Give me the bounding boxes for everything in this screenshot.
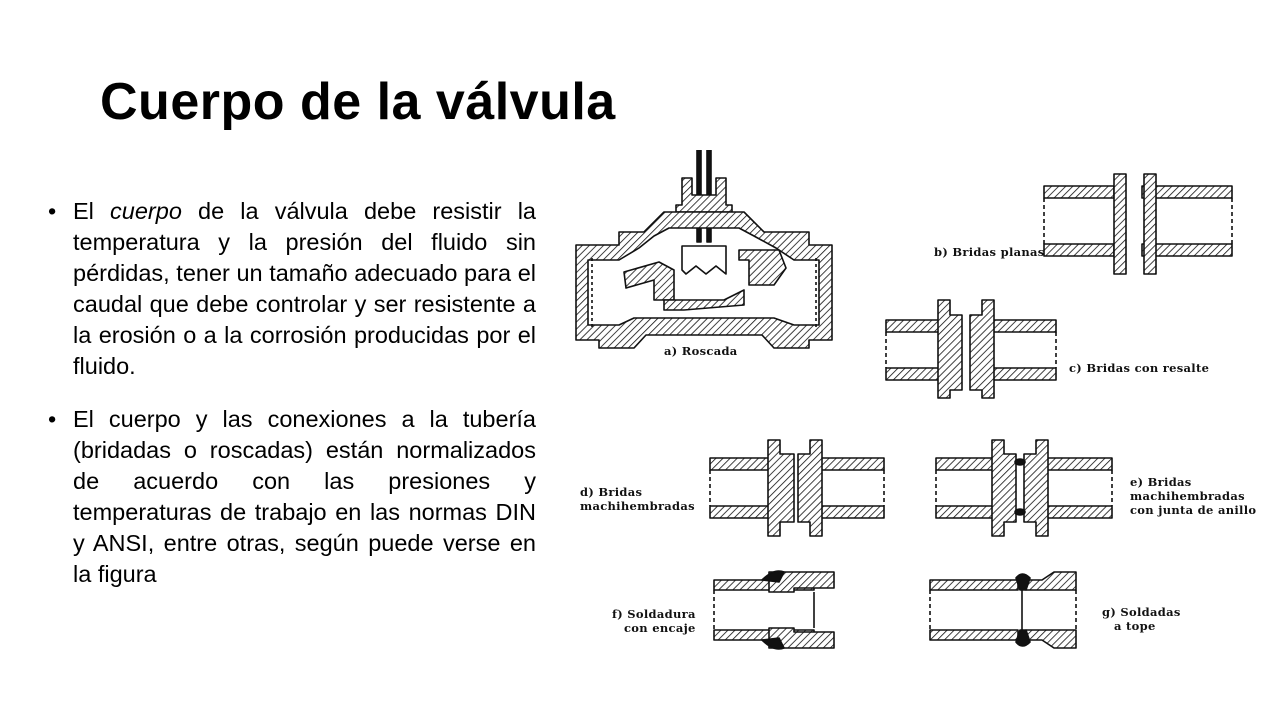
bullet-text-1-emphasis: cuerpo (110, 198, 182, 224)
ring-joint-flanges-drawing (935, 439, 1113, 537)
label-soldadas-tope-1: g) Soldadas (1102, 605, 1181, 619)
butt-weld-drawing (929, 571, 1077, 649)
label-soldadura-encaje-1: f) Soldadura (612, 607, 696, 621)
raised-face-flanges-drawing (885, 299, 1057, 399)
label-bridas-planas: b) Bridas planas (934, 245, 1045, 259)
label-junta-anillo-2: machihembradas (1130, 489, 1245, 503)
bullet-text-1-pre: El (73, 198, 111, 224)
bullet-list: • El cuerpo de la válvula debe resistir … (48, 196, 536, 612)
label-bridas-resalte: c) Bridas con resalte (1069, 361, 1209, 375)
bullet-item: • El cuerpo de la válvula debe resistir … (48, 196, 536, 382)
bullet-text-2: El cuerpo y las conexiones a la tubería … (73, 406, 536, 587)
flat-flanges-drawing (1043, 173, 1233, 275)
slide-title: Cuerpo de la válvula (100, 73, 616, 131)
bullet-text-1-post: de la válvula debe resistir la temperatu… (73, 198, 536, 379)
bullet-icon: • (48, 406, 57, 432)
tongue-groove-flanges-drawing (709, 439, 885, 537)
label-bridas-machihembradas-1: d) Bridas (580, 485, 642, 499)
socket-weld-drawing (713, 570, 835, 650)
bullet-icon: • (48, 198, 57, 224)
label-junta-anillo-1: e) Bridas (1130, 475, 1192, 489)
bullet-item: • El cuerpo y las conexiones a la tuberí… (48, 404, 536, 590)
valve-connections-figure: a) Roscada b) Bridas planas c) Bridas co… (564, 150, 1264, 690)
label-bridas-machihembradas-2: machihembradas (580, 499, 695, 513)
label-junta-anillo-3: con junta de anillo (1130, 503, 1256, 517)
label-soldadura-encaje-2: con encaje (624, 621, 696, 635)
label-roscada: a) Roscada (664, 344, 738, 358)
label-soldadas-tope-2: a tope (1114, 619, 1156, 633)
threaded-valve-drawing (575, 150, 833, 349)
